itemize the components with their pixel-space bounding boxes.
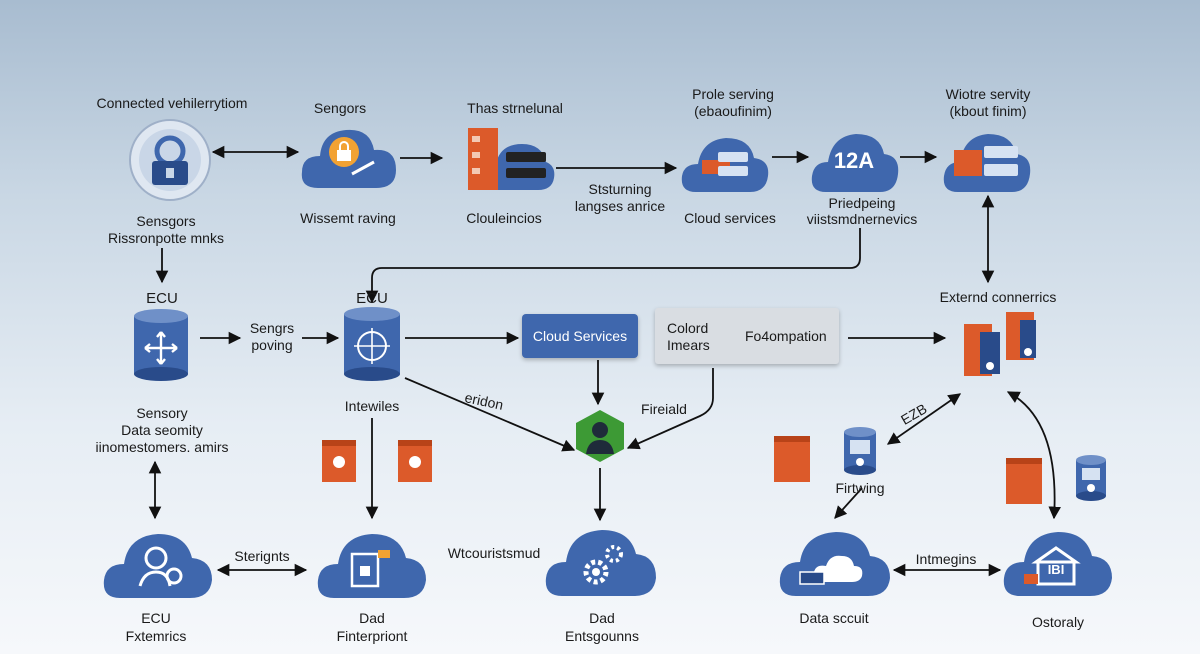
lock-cloud-icon — [301, 129, 396, 188]
person-lock-icon — [129, 119, 211, 201]
label-fireiald: Fireiald — [641, 401, 687, 417]
ecu-left-cylinder — [132, 308, 190, 382]
server-icon — [1006, 458, 1042, 504]
label-dad2-1: Dad — [589, 610, 615, 626]
label-stsurning-1: Ststurning — [588, 181, 652, 197]
label-prole-1: Prole serving — [692, 86, 774, 102]
server-cloud-icon — [943, 134, 1031, 192]
label-externd: Externd connerrics — [939, 289, 1057, 305]
label-sensors-top: Sengors — [313, 100, 367, 116]
database-target-icon — [344, 307, 400, 381]
database-arrows-icon — [134, 309, 188, 381]
label-cloud-services-top: Cloud services — [684, 210, 776, 226]
badge-12a-text: 12A — [833, 148, 875, 173]
externd-servers — [960, 308, 1040, 378]
database-icon — [1076, 455, 1106, 501]
server-icon — [774, 436, 810, 482]
devices-cloud-icon — [681, 138, 769, 192]
label-sensgors-1: Sensgors — [136, 213, 196, 229]
ostoraly-cloud: IBI — [1000, 522, 1116, 598]
server-cloud-icon — [468, 128, 555, 190]
firtwing-db — [842, 426, 878, 476]
prole-cloud-node — [678, 130, 772, 194]
sensors-cloud-node — [298, 118, 400, 192]
arrow-ezb — [886, 393, 962, 445]
arrow-firtwing-datascout — [834, 487, 863, 519]
badge-12a-node: 12A — [808, 128, 900, 194]
label-sensory-3: iinomestomers. amirs — [95, 439, 229, 455]
label-data-scout: Data sccuit — [799, 610, 869, 626]
ecu-mid-cylinder — [342, 306, 402, 382]
cloud-icon — [811, 134, 899, 192]
cloud-services-box[interactable]: Cloud Services — [522, 314, 638, 358]
arrow-colord-hub — [626, 368, 714, 450]
label-sensgors-2: Rissronpotte mnks — [108, 230, 224, 246]
server-box-left — [320, 436, 358, 484]
label-dad2-2: Entsgounns — [565, 628, 639, 644]
label-wissemt: Wissemt raving — [300, 210, 396, 226]
foformation-label: Fo4ompation — [745, 328, 827, 344]
label-priedpeing-1: Priedpeing — [828, 195, 896, 211]
arrow-priedpeing-ecu — [365, 228, 861, 304]
label-sengrs-2: poving — [251, 337, 293, 353]
label-dad1-1: Dad — [359, 610, 385, 626]
arrow-externd-ostoraly — [1006, 391, 1061, 520]
building-sign-text: IBI — [1047, 562, 1065, 577]
hexagon-person-icon — [576, 410, 624, 462]
database-icon — [844, 427, 876, 475]
label-connected: Connected vehilerrytiom — [96, 95, 248, 111]
label-prole-2: (ebaoufinim) — [694, 103, 772, 119]
server-box-firt-left — [772, 432, 812, 484]
label-priedpeing-2: viistsmdnernevics — [806, 211, 918, 227]
label-ostoraly: Ostoraly — [1031, 614, 1085, 630]
cloud-services-box-label: Cloud Services — [532, 328, 628, 344]
ecu-bottom-cloud — [100, 524, 216, 600]
label-sengrs-1: Sengrs — [249, 320, 295, 336]
server-icon — [398, 440, 432, 482]
server-rack-icon — [964, 312, 1036, 376]
label-ecu-bottom-1: ECU — [141, 610, 171, 626]
label-thas: Thas strnelunal — [467, 100, 563, 116]
label-ecu-left: ECU — [146, 290, 178, 307]
server-icon — [322, 440, 356, 482]
arrow-ecu-hub — [404, 377, 576, 452]
dad2-cloud — [542, 520, 660, 598]
gears-cloud-icon — [545, 530, 656, 596]
colord-info-box[interactable]: Colord Imears Fo4ompation — [655, 308, 839, 364]
document-lock-cloud-icon — [317, 534, 426, 598]
server-box-ostoraly — [1004, 454, 1044, 506]
dad1-cloud — [314, 524, 430, 600]
label-clouleincios: Clouleincios — [466, 210, 542, 226]
central-hub[interactable] — [574, 408, 626, 464]
label-intewiles: Intewiles — [344, 398, 400, 414]
server-box-right — [396, 436, 434, 484]
label-stsurning-2: langses anrice — [574, 198, 666, 214]
label-ecu-mid: ECU — [356, 290, 388, 307]
label-ecu-bottom-2: Fxtemrics — [125, 628, 187, 644]
label-sterignts: Sterignts — [234, 548, 290, 564]
label-firtwing: Firtwing — [835, 480, 885, 496]
label-wiotre-2: (kbout finim) — [949, 103, 1027, 119]
thas-server-node — [466, 126, 556, 192]
colord-label-2: Imears — [667, 337, 710, 353]
wiotre-cloud-node — [940, 126, 1034, 194]
label-sensory-2: Data seomity — [121, 422, 203, 438]
data-scout-cloud — [776, 522, 894, 598]
label-sensory-1: Sensory — [136, 405, 188, 421]
building-cloud-icon — [1003, 532, 1112, 596]
label-wtcourist: Wtcouristsmud — [447, 545, 541, 561]
label-wiotre-1: Wiotre servity — [945, 86, 1031, 102]
ostoraly-db — [1074, 454, 1108, 502]
person-gear-cloud-icon — [103, 534, 212, 598]
colord-label-1: Colord — [667, 320, 709, 336]
label-dad1-2: Finterpriont — [336, 628, 408, 644]
label-intmegins: Intmegins — [915, 551, 977, 567]
cloud-screen-icon — [779, 532, 890, 596]
connected-vehicle-node — [128, 118, 212, 202]
